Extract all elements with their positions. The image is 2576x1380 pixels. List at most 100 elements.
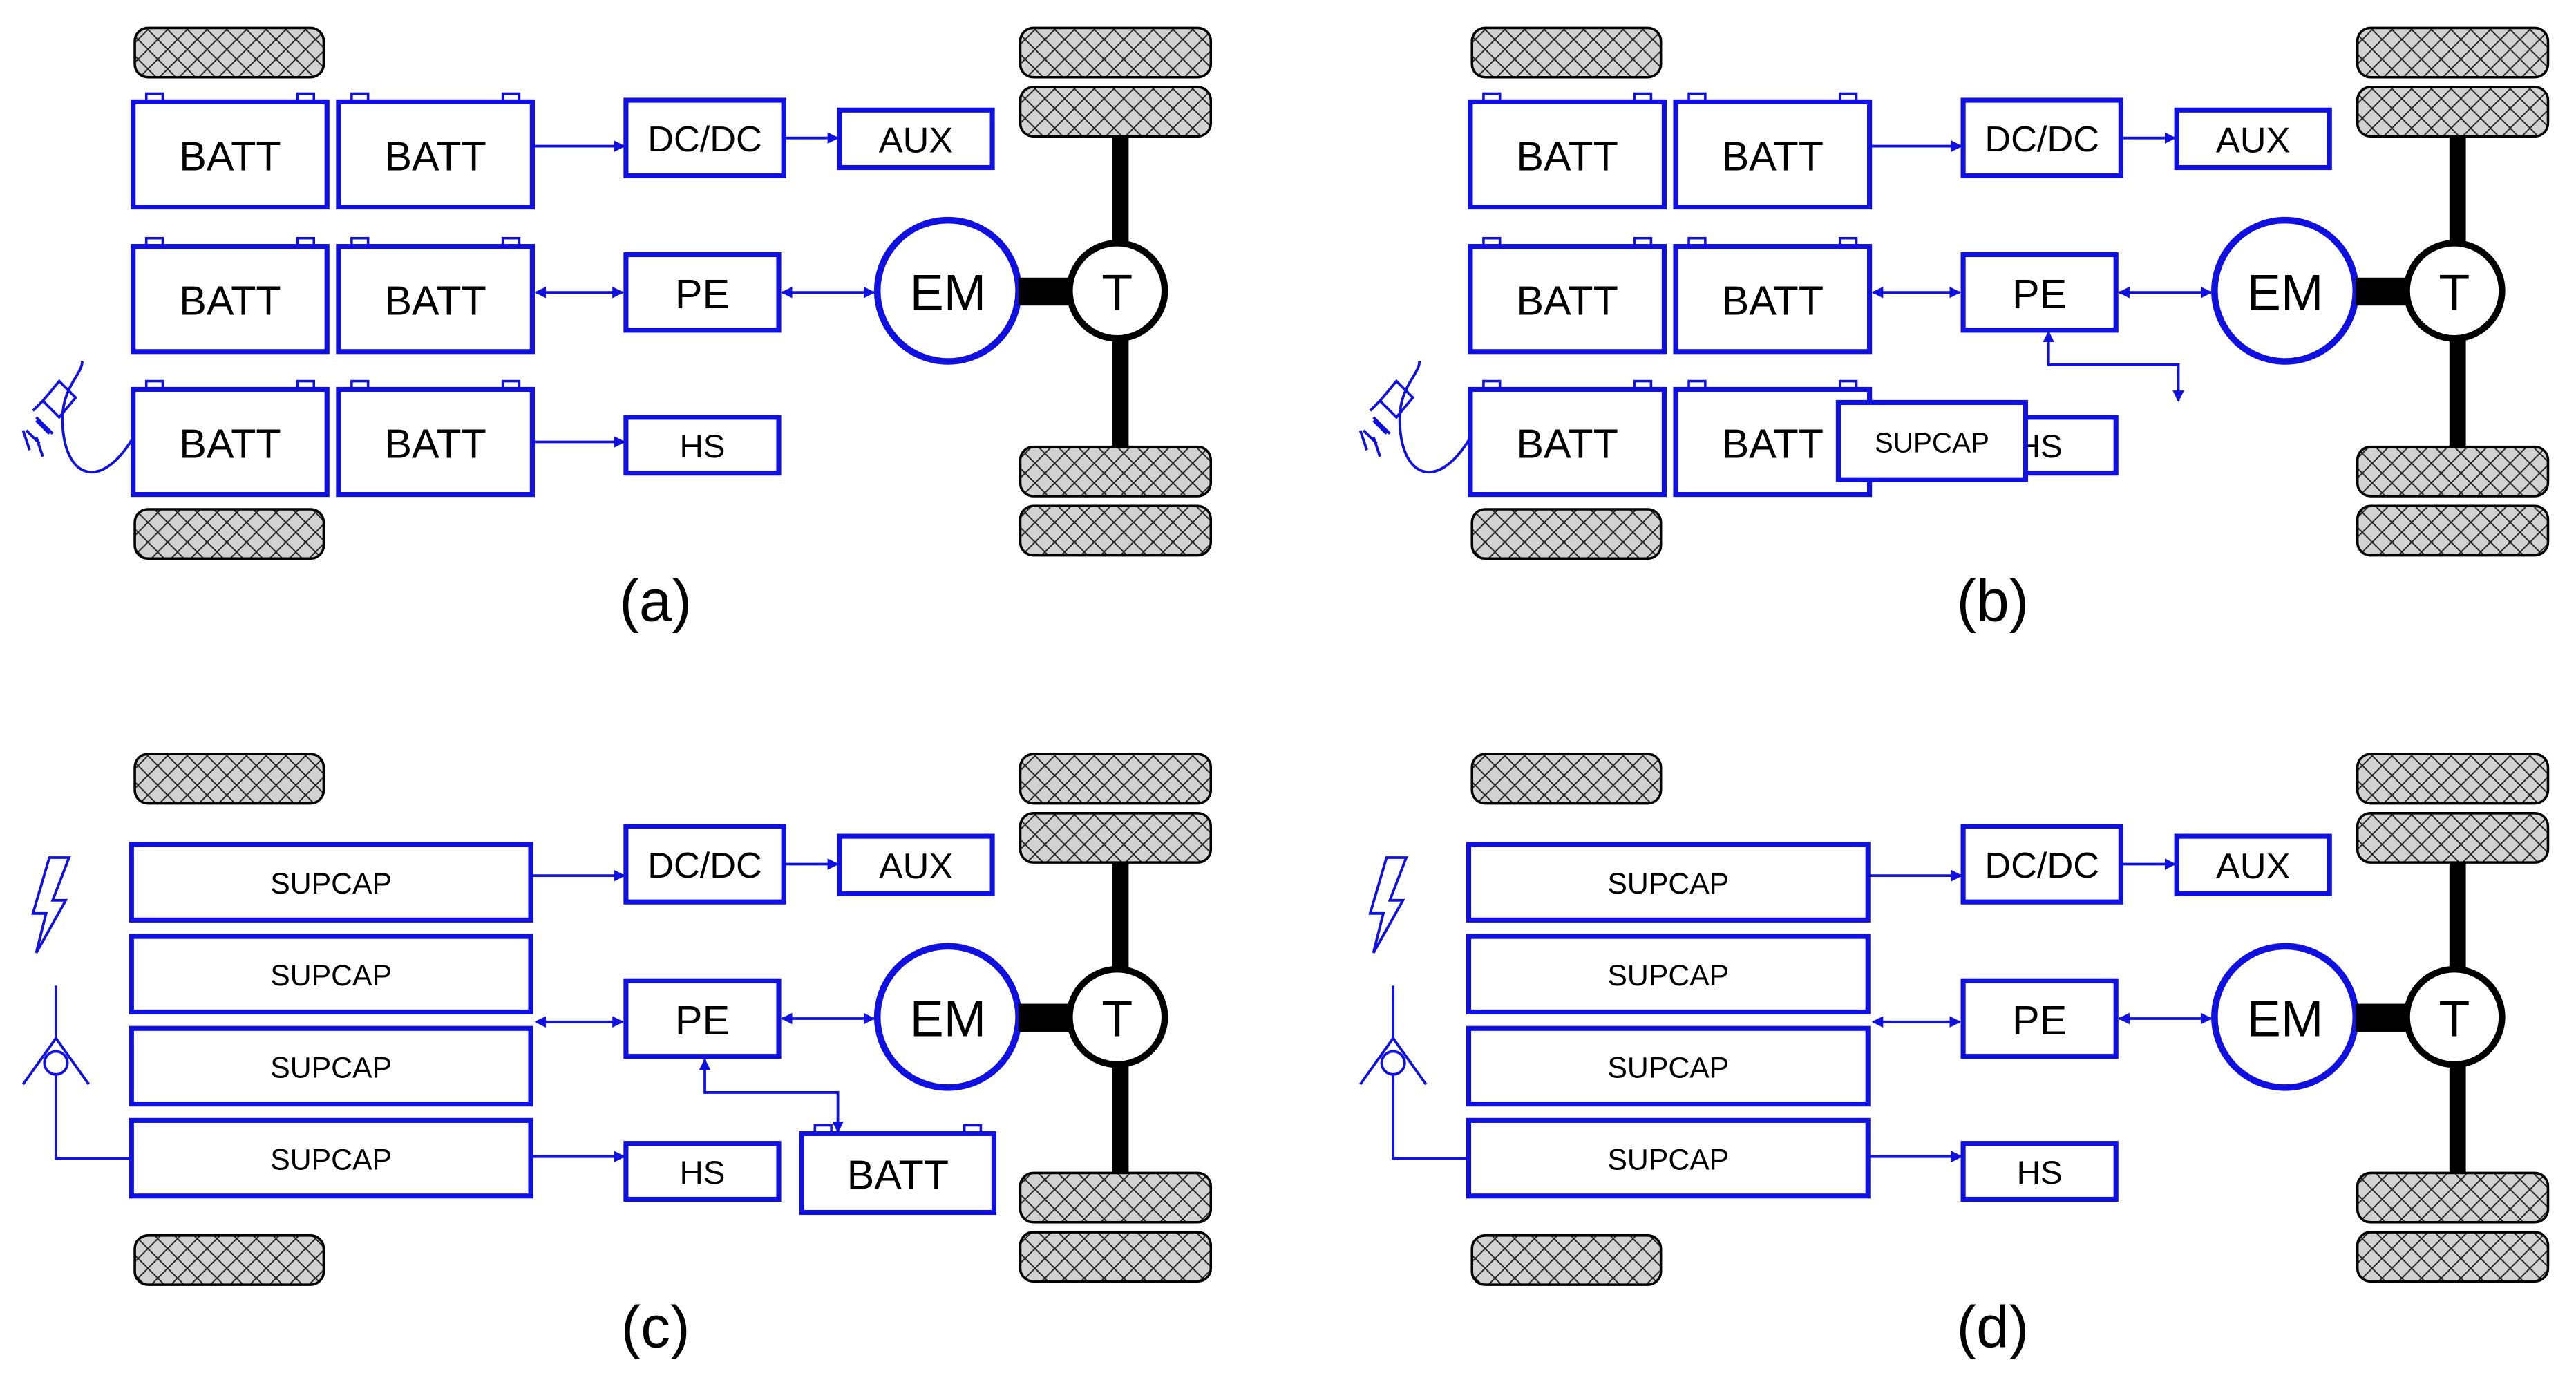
panel-caption: (c) bbox=[621, 1294, 690, 1360]
front-left-wheel bbox=[133, 26, 325, 79]
electric-motor-label: EM bbox=[2247, 264, 2324, 321]
electric-motor-label: EM bbox=[910, 264, 987, 321]
rear-left-wheel bbox=[1470, 508, 1663, 560]
supercapacitor-aux: SUPCAP bbox=[1835, 399, 2029, 482]
hs-unit: HS bbox=[623, 1141, 782, 1202]
hs-unit: HS bbox=[623, 415, 782, 476]
rear-right-wheel-outer bbox=[1019, 1171, 1213, 1224]
supercapacitor-1: SUPCAP bbox=[129, 842, 533, 923]
auxiliary-load-label: AUX bbox=[879, 120, 954, 160]
auxiliary-load-label: AUX bbox=[2216, 847, 2291, 887]
rear-right-wheel-inner bbox=[2356, 504, 2550, 557]
battery-pack-1: BATT bbox=[131, 92, 330, 210]
power-electronics: PE bbox=[1960, 252, 2119, 333]
rear-left-wheel bbox=[1470, 1234, 1663, 1286]
panel-caption: (b) bbox=[1957, 569, 2029, 634]
front-left-wheel bbox=[133, 753, 325, 805]
axle-top bbox=[1112, 124, 1129, 256]
dcdc-converter: DC/DC bbox=[1960, 97, 2123, 178]
supercapacitor-1-label: SUPCAP bbox=[1607, 867, 1729, 900]
motor-shaft bbox=[1019, 1003, 1074, 1032]
panel-caption: (a) bbox=[619, 569, 692, 634]
dcdc-converter-label: DC/DC bbox=[1985, 120, 2099, 160]
supercapacitor-4: SUPCAP bbox=[1466, 1117, 1871, 1199]
supercapacitor-3: SUPCAP bbox=[129, 1025, 533, 1107]
battery-pack-5: BATT bbox=[131, 379, 330, 498]
rear-right-wheel-outer bbox=[1019, 445, 1213, 498]
power-electronics: PE bbox=[623, 978, 782, 1059]
battery-pack-5: BATT bbox=[1468, 379, 1667, 498]
dcdc-converter: DC/DC bbox=[1960, 824, 2123, 905]
supercapacitor-3-label: SUPCAP bbox=[270, 1051, 392, 1084]
battery-pack-5-label: BATT bbox=[179, 420, 281, 466]
battery-pack-4: BATT bbox=[1673, 236, 1873, 355]
supercapacitor-1-label: SUPCAP bbox=[270, 867, 392, 900]
supercapacitor-1: SUPCAP bbox=[1466, 842, 1871, 923]
battery-pack-2: BATT bbox=[336, 92, 535, 210]
battery-pack-5-label: BATT bbox=[1516, 420, 1618, 466]
transmission-label: T bbox=[2438, 990, 2470, 1047]
transmission-label: T bbox=[2438, 264, 2470, 321]
electric-motor: EM bbox=[2211, 216, 2360, 365]
transmission: T bbox=[1066, 240, 1168, 342]
electric-motor: EM bbox=[873, 216, 1022, 365]
front-right-wheel-inner bbox=[1019, 812, 1213, 864]
dcdc-converter-label: DC/DC bbox=[1985, 846, 2099, 886]
axle-bottom bbox=[2449, 1055, 2466, 1178]
battery-aux-label: BATT bbox=[847, 1151, 949, 1198]
front-left-wheel bbox=[1470, 753, 1663, 805]
front-right-wheel-outer bbox=[1019, 753, 1213, 805]
battery-pack-1: BATT bbox=[1468, 92, 1667, 210]
rear-right-wheel-inner bbox=[1019, 1231, 1213, 1283]
power-electronics-label: PE bbox=[675, 271, 730, 317]
supercapacitor-4: SUPCAP bbox=[129, 1117, 533, 1199]
transmission: T bbox=[1066, 965, 1168, 1068]
motor-shaft bbox=[2356, 277, 2412, 306]
electric-motor: EM bbox=[2211, 943, 2360, 1091]
battery-pack-4-label: BATT bbox=[384, 278, 486, 324]
arrow-pe-battery bbox=[699, 1058, 844, 1133]
auxiliary-load: AUX bbox=[837, 107, 995, 171]
rear-right-wheel-outer bbox=[2356, 445, 2550, 498]
battery-pack-2-label: BATT bbox=[1722, 133, 1824, 179]
front-right-wheel-outer bbox=[2356, 753, 2550, 805]
axle-bottom bbox=[1112, 328, 1129, 452]
axle-top bbox=[1112, 851, 1129, 983]
auxiliary-load: AUX bbox=[2174, 833, 2332, 896]
auxiliary-load-label: AUX bbox=[2216, 120, 2291, 160]
dcdc-converter-label: DC/DC bbox=[647, 120, 762, 160]
front-right-wheel-inner bbox=[1019, 86, 1213, 138]
motor-shaft bbox=[2356, 1003, 2412, 1032]
battery-pack-3: BATT bbox=[131, 236, 330, 355]
supercapacitor-2: SUPCAP bbox=[1466, 934, 1871, 1015]
charging-plug-icon bbox=[21, 361, 133, 473]
battery-pack-1-label: BATT bbox=[1516, 133, 1618, 179]
battery-pack-6-label: BATT bbox=[384, 420, 486, 466]
dcdc-converter-label: DC/DC bbox=[647, 846, 762, 886]
axle-bottom bbox=[2449, 328, 2466, 452]
supercapacitor-2-label: SUPCAP bbox=[270, 959, 392, 992]
battery-aux: BATT bbox=[799, 1124, 997, 1216]
supercapacitor-4-label: SUPCAP bbox=[270, 1143, 392, 1176]
axle-top bbox=[2449, 124, 2466, 256]
arrow-pe-supcap bbox=[2043, 330, 2184, 402]
transmission: T bbox=[2403, 965, 2506, 1068]
charging-plug-icon bbox=[1358, 361, 1470, 473]
supercapacitor-2-label: SUPCAP bbox=[1607, 959, 1729, 992]
supercapacitor-3: SUPCAP bbox=[1466, 1025, 1871, 1107]
axle-top bbox=[2449, 851, 2466, 983]
hs-unit-label: HS bbox=[679, 428, 725, 465]
battery-pack-2-label: BATT bbox=[384, 133, 486, 179]
battery-pack-6: BATT bbox=[336, 379, 535, 498]
battery-pack-2: BATT bbox=[1673, 92, 1873, 210]
battery-pack-3: BATT bbox=[1468, 236, 1667, 355]
pantograph-charger-icon bbox=[1359, 856, 1469, 1160]
rear-left-wheel bbox=[133, 508, 325, 560]
rear-right-wheel-inner bbox=[1019, 504, 1213, 557]
auxiliary-load: AUX bbox=[837, 833, 995, 896]
front-right-wheel-outer bbox=[2356, 26, 2550, 79]
hs-unit: HS bbox=[1960, 1141, 2119, 1202]
